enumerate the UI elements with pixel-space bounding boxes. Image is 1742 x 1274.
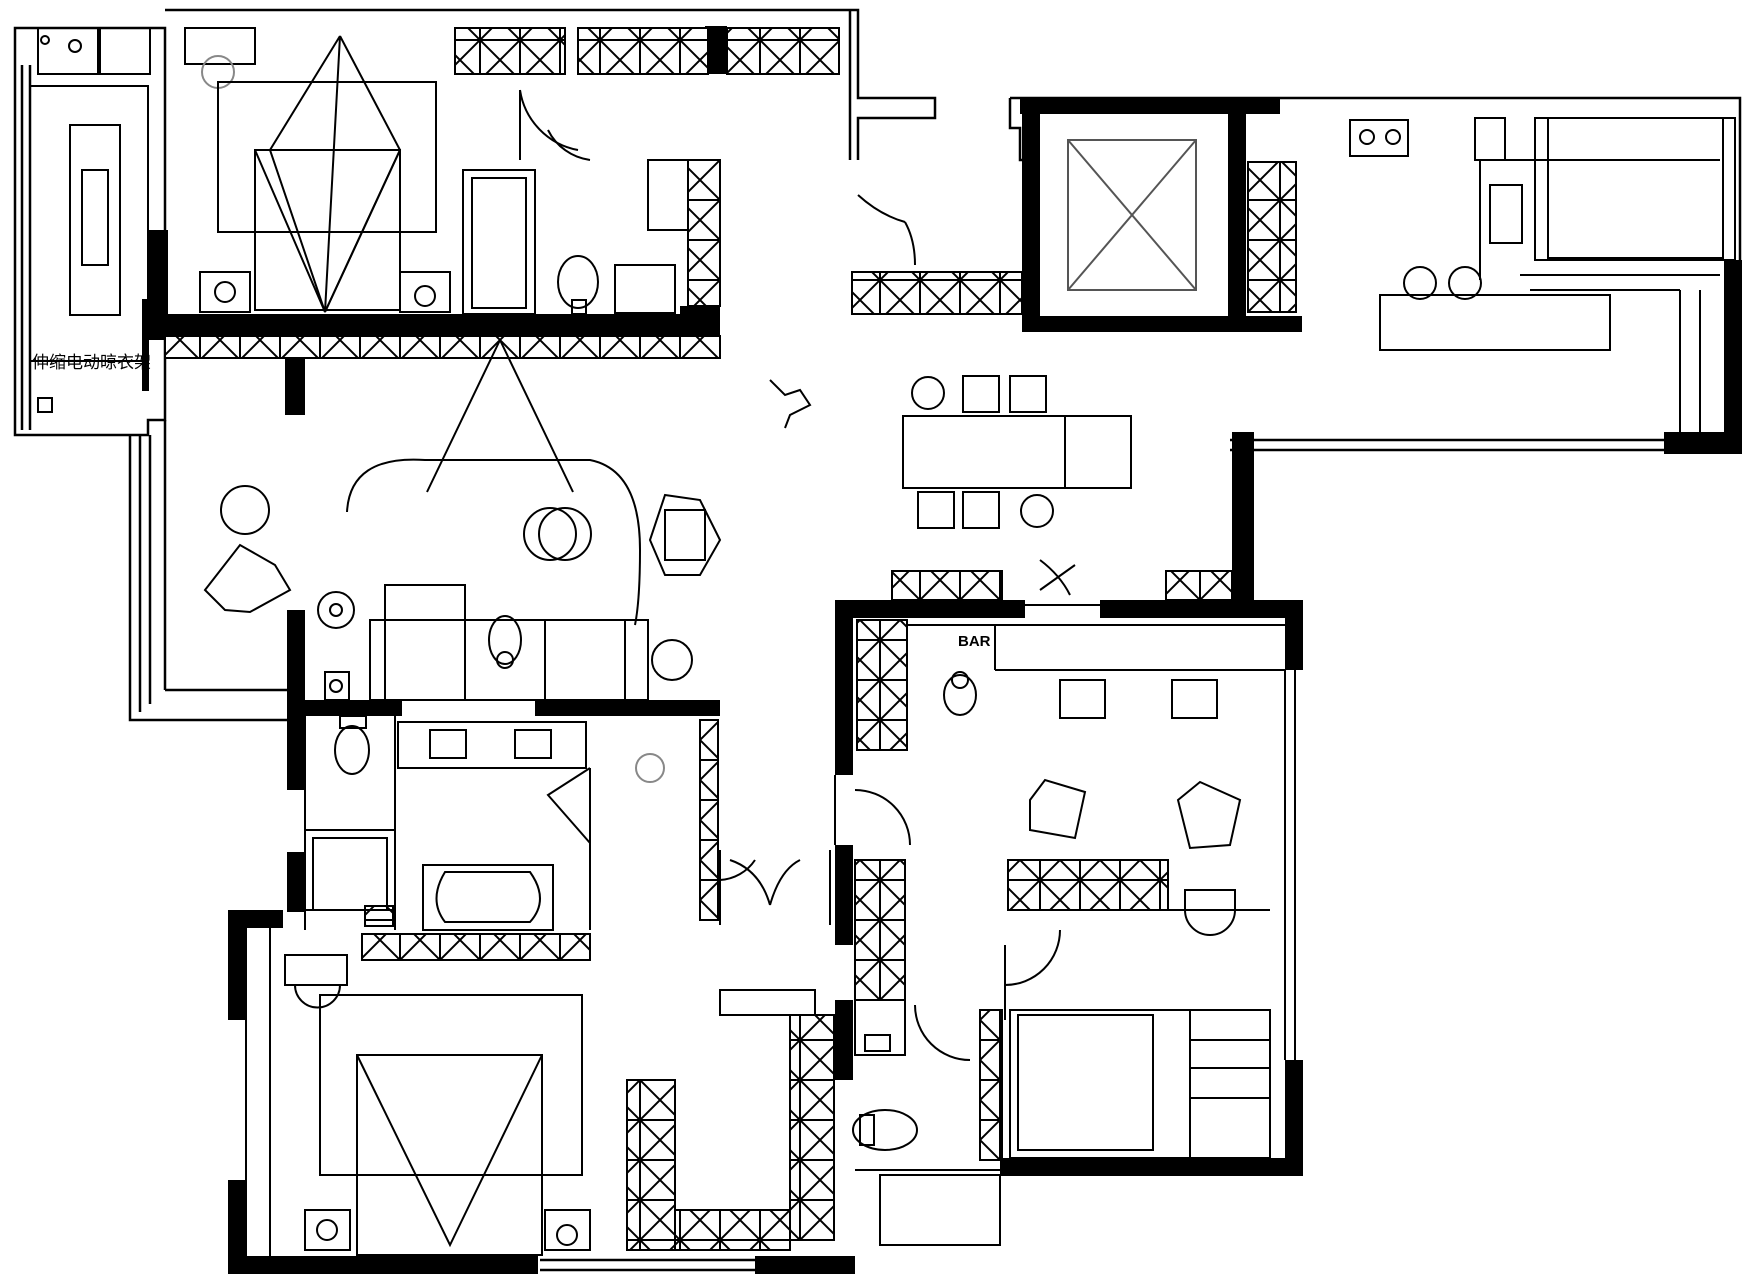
drying-rack-label: 伸缩电动晾衣架 <box>32 353 151 373</box>
lower-right-rooms <box>852 889 1271 1246</box>
thick-walls <box>148 26 1742 1274</box>
bar-label: BAR <box>958 633 991 650</box>
kitchen <box>1349 117 1736 440</box>
master-bedroom-top <box>184 27 689 315</box>
living-room <box>203 339 722 701</box>
bar-room <box>834 559 1296 1060</box>
person-figure <box>488 379 977 716</box>
lower-bedroom <box>245 859 816 1256</box>
balcony-left <box>29 27 151 413</box>
lower-bathroom <box>304 715 665 931</box>
dining-area <box>902 375 1132 529</box>
wardrobes <box>164 27 1297 1251</box>
elevator-shaft <box>857 139 1197 291</box>
door-arcs <box>547 129 831 925</box>
